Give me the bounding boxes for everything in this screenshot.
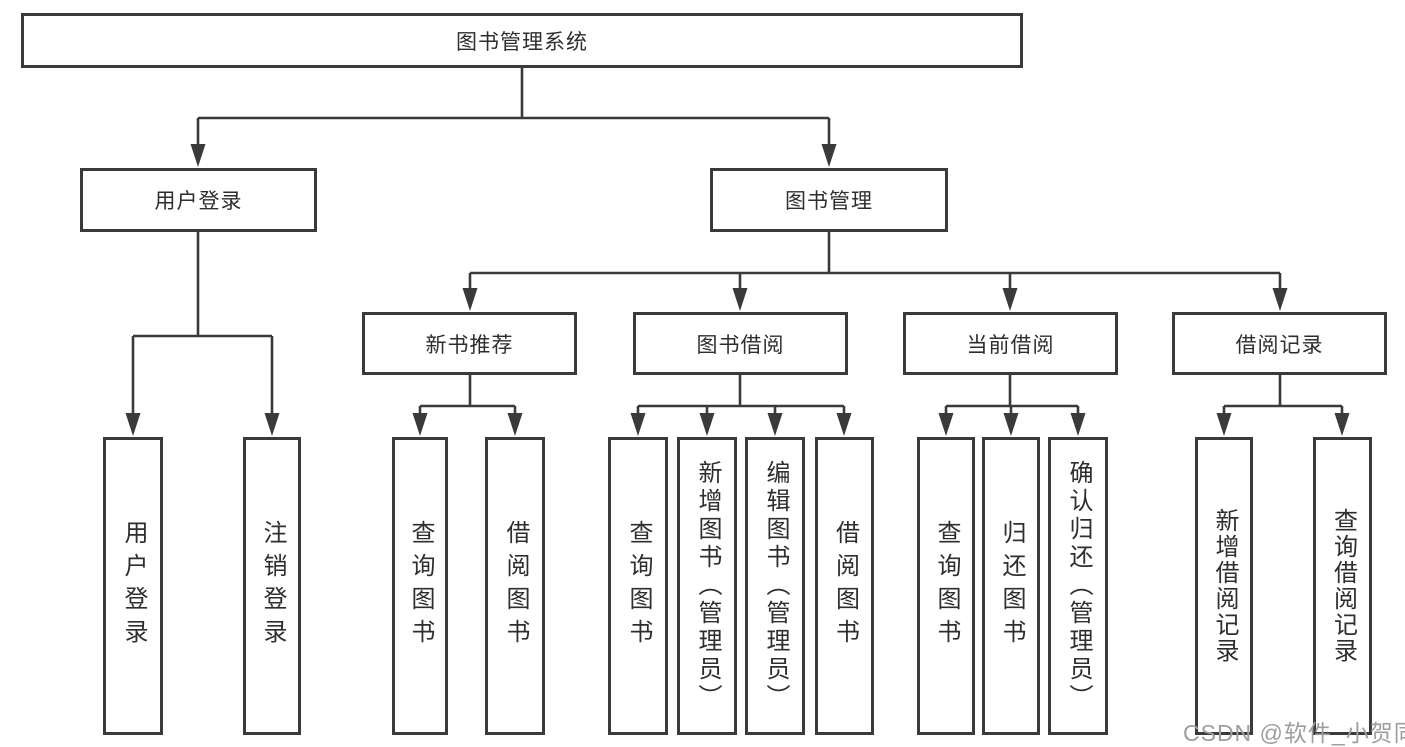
leaf-query-books-borrow: 查询图书 [608, 437, 668, 735]
leaf-return-book: 归还图书 [982, 437, 1040, 735]
node-borrow-records: 借阅记录 [1172, 312, 1387, 375]
leaf-query-books-recommend: 查询图书 [392, 437, 448, 735]
node-new-book-recommend: 新书推荐 [362, 312, 577, 375]
node-user-login: 用户登录 [80, 168, 317, 232]
csdn-watermark: CSDN @软件_小贺同学 [1183, 720, 1405, 746]
leaf-logout: 注销登录 [243, 437, 301, 735]
node-library-management-system: 图书管理系统 [21, 13, 1023, 68]
node-book-borrow: 图书借阅 [633, 312, 848, 375]
leaf-query-books-current: 查询图书 [917, 437, 975, 735]
leaf-user-login: 用户登录 [103, 437, 163, 735]
leaf-borrow-books-recommend: 借阅图书 [485, 437, 545, 735]
leaf-edit-book-admin: 编辑图书（管理员） [745, 437, 805, 735]
leaf-add-borrow-record: 新增借阅记录 [1195, 437, 1253, 735]
leaf-add-book-admin: 新增图书（管理员） [677, 437, 737, 735]
node-current-borrow: 当前借阅 [903, 312, 1118, 375]
leaf-confirm-return-admin: 确认归还（管理员） [1048, 437, 1108, 735]
leaf-query-borrow-record: 查询借阅记录 [1313, 437, 1372, 735]
node-book-management: 图书管理 [710, 168, 948, 232]
leaf-borrow-books: 借阅图书 [815, 437, 874, 735]
